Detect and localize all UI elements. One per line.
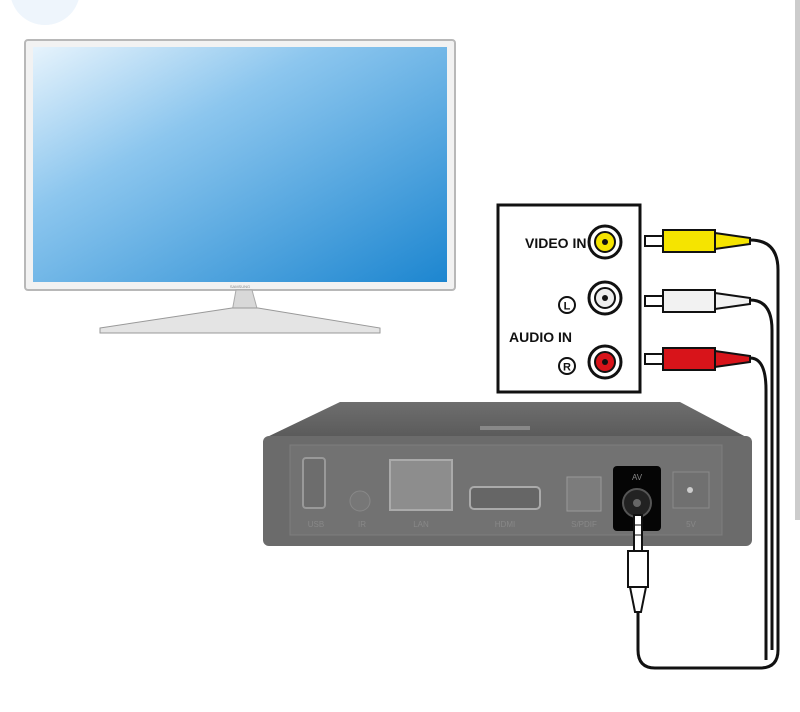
audio-in-label: AUDIO IN	[509, 329, 572, 345]
media-box: USB IR LAN HDMI S/PDIF AV 5V	[263, 402, 752, 546]
port-label: AV	[632, 473, 643, 482]
right-label: R	[563, 362, 571, 374]
port-label: USB	[308, 520, 324, 529]
video-jack	[587, 224, 623, 260]
port-label: 5V	[686, 520, 696, 529]
scrollbar[interactable]	[795, 0, 800, 520]
white-plug	[644, 289, 751, 313]
mini-jack-plug	[627, 514, 649, 613]
audio-left-jack	[587, 280, 623, 316]
port-label: HDMI	[495, 520, 515, 529]
video-in-label: VIDEO IN	[525, 235, 586, 251]
port-label: LAN	[413, 520, 429, 529]
red-plug	[644, 347, 751, 371]
tv: SAMSUNG	[24, 39, 456, 334]
av-cable	[636, 238, 780, 670]
left-label: L	[564, 301, 571, 313]
decorative-circle	[11, 0, 79, 25]
port-label: IR	[358, 520, 366, 529]
rca-plugs	[644, 229, 751, 371]
tv-screen	[33, 47, 447, 282]
audio-right-jack	[587, 344, 623, 380]
tv-brand: SAMSUNG	[230, 284, 250, 289]
yellow-plug	[644, 229, 751, 253]
tv-av-input-panel: VIDEO IN AUDIO IN L R	[496, 203, 642, 394]
port-label: S/PDIF	[571, 520, 597, 529]
